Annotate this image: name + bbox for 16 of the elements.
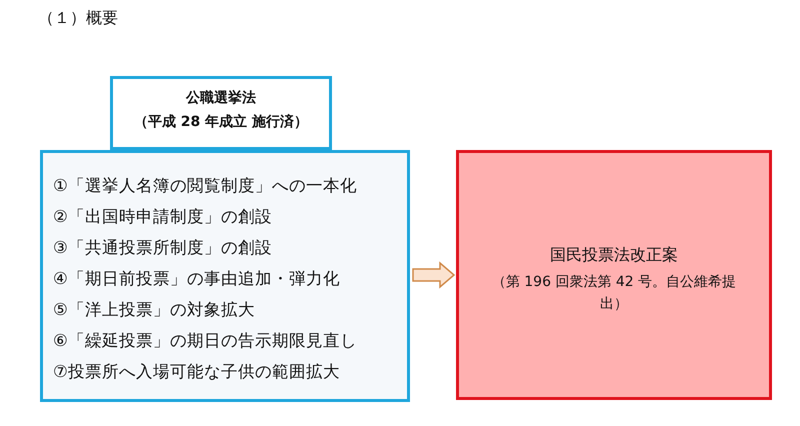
list-item: ①「選挙人名簿の閲覧制度」への一本化 bbox=[53, 175, 357, 197]
section-heading: （１）概要 bbox=[38, 8, 118, 29]
list-item: ④「期日前投票」の事由追加・弾力化 bbox=[53, 268, 340, 290]
list-item: ⑥「繰延投票」の期日の告示期限見直し bbox=[53, 330, 357, 352]
list-item: ⑦投票所へ入場可能な子供の範囲拡大 bbox=[53, 361, 340, 383]
list-box bbox=[40, 150, 410, 402]
list-item: ③「共通投票所制度」の創設 bbox=[53, 237, 272, 259]
note-text: （第 196 回衆法第 42 号。自公維希提出） bbox=[490, 273, 738, 314]
block-arrow bbox=[412, 261, 456, 289]
list-item: ⑤「洋上投票」の対象拡大 bbox=[53, 299, 255, 321]
proposal-box bbox=[456, 150, 772, 400]
heading-text: 公職選挙法 bbox=[184, 89, 257, 107]
proposal-title: 国民投票法改正案 bbox=[549, 245, 679, 266]
list-item: ②「出国時申請制度」の創設 bbox=[53, 206, 272, 228]
heading-box bbox=[110, 76, 332, 150]
note-text: （平成 28 年成立 施行済） bbox=[132, 113, 310, 131]
